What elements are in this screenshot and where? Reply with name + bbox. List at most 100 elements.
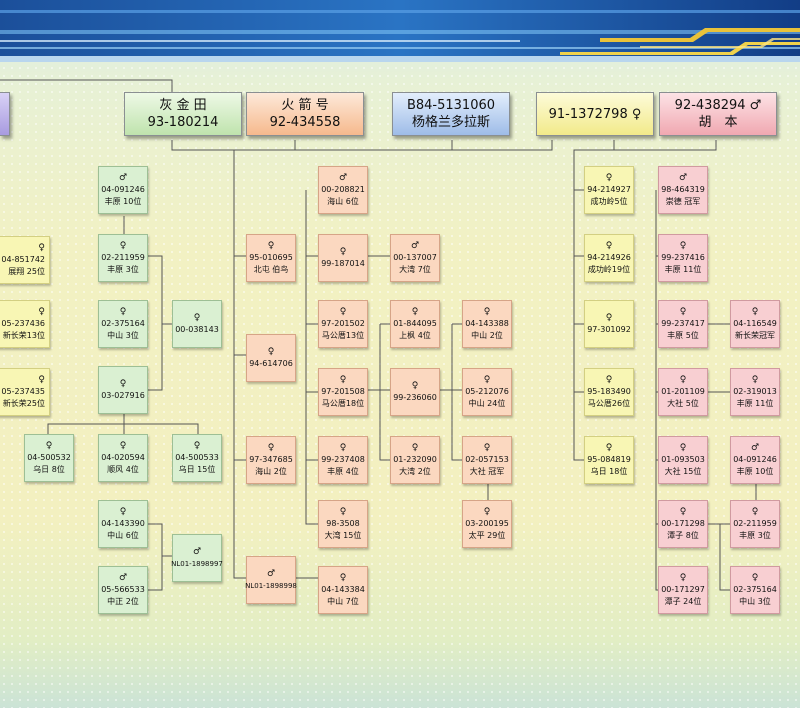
female-symbol-icon: ♀ <box>751 306 759 317</box>
female-symbol-icon: ♀ <box>605 312 613 323</box>
race-result: 马公厝26位 <box>587 398 631 408</box>
female-symbol-icon: ♀ <box>411 380 419 391</box>
male-symbol-icon: ♂ <box>678 172 688 183</box>
race-result: 乌日 15位 <box>178 464 216 474</box>
female-symbol-icon: ♀ <box>339 442 347 453</box>
race-result: 大社 15位 <box>664 466 702 476</box>
ring-number: 00-038143 <box>175 324 219 334</box>
female-symbol-icon: ♀ <box>119 506 127 517</box>
race-result: 大湾 15位 <box>324 530 362 540</box>
female-symbol-icon: ♀ <box>38 306 45 317</box>
race-result: 海山 6位 <box>327 196 359 206</box>
female-symbol-icon: ♀ <box>411 442 419 453</box>
ring-number: 99-237408 <box>321 454 365 464</box>
ring-number: 00-208821 <box>321 184 365 194</box>
header-line-1: 灰 金 田 <box>159 98 207 113</box>
ring-number: 04-116549 <box>733 318 777 328</box>
pigeon-box-r3: ♀99-237417 丰原 5位 <box>658 300 708 348</box>
pigeon-box-g1: ♂04-091246 丰原 10位 <box>98 166 148 214</box>
female-symbol-icon: ♀ <box>679 306 687 317</box>
female-symbol-icon: ♀ <box>339 572 347 583</box>
male-symbol-icon: ♂ <box>750 442 760 453</box>
header-banner <box>0 0 800 62</box>
ring-number: 02-211959 <box>101 252 145 262</box>
ring-number: 94-214927 <box>587 184 631 194</box>
ring-number: 03-200195 <box>465 518 509 528</box>
race-result: 乌日 18位 <box>590 466 628 476</box>
ring-number: 04-091246 <box>101 184 145 194</box>
race-result: 丰原 10位 <box>104 196 142 206</box>
female-symbol-icon: ♀ <box>605 442 613 453</box>
ring-number: 03-027916 <box>101 390 145 400</box>
race-result: 北屯 伯鸟 <box>253 264 289 274</box>
female-symbol-icon: ♀ <box>339 506 347 517</box>
female-symbol-icon: ♀ <box>751 506 759 517</box>
ring-number: 97-201508 <box>321 386 365 396</box>
ring-number: 01-201109 <box>661 386 705 396</box>
male-symbol-icon: ♂ <box>266 568 276 579</box>
race-result: 大湾 7位 <box>399 264 431 274</box>
female-symbol-icon: ♀ <box>193 440 201 451</box>
race-result: 潭子 8位 <box>667 530 699 540</box>
race-result: 新长荣25位 <box>2 398 45 408</box>
race-result: 成功岭5位 <box>590 196 628 206</box>
ring-number: 98-3508 <box>326 518 360 528</box>
ring-number: 04-851742 <box>1 254 45 264</box>
race-result: 丰原 11位 <box>736 398 774 408</box>
pigeon-box-y5: ♀95-084819 乌日 18位 <box>584 436 634 484</box>
female-symbol-icon: ♀ <box>483 442 491 453</box>
ring-number: 05-212076 <box>465 386 509 396</box>
ring-number: 01-232090 <box>393 454 437 464</box>
ring-number: 99-187014 <box>321 258 365 268</box>
ring-number: 99-237417 <box>661 318 705 328</box>
race-result: 大湾 2位 <box>399 466 431 476</box>
race-result: 丰原 5位 <box>667 330 699 340</box>
ring-number: 99-237416 <box>661 252 705 262</box>
female-symbol-icon: ♀ <box>339 374 347 385</box>
header-line-2: 92-434558 <box>269 115 341 130</box>
ring-number: 94-614706 <box>249 358 293 368</box>
ring-number: 05-566533 <box>101 584 145 594</box>
ring-number: 97-201502 <box>321 318 365 328</box>
female-symbol-icon: ♀ <box>679 240 687 251</box>
female-symbol-icon: ♀ <box>679 374 687 385</box>
male-symbol-icon: ♂ <box>338 172 348 183</box>
race-result: 中山 2位 <box>471 330 503 340</box>
header-box-h4: 91-1372798 ♀ <box>536 92 654 136</box>
race-result: 上枫 4位 <box>399 330 431 340</box>
ring-number: 01-093503 <box>661 454 705 464</box>
race-result: 中山 7位 <box>327 596 359 606</box>
race-result: 成功岭19位 <box>587 264 631 274</box>
male-symbol-icon: ♂ <box>118 172 128 183</box>
ring-number: 95-084819 <box>587 454 631 464</box>
race-result: 丰原 11位 <box>664 264 702 274</box>
pigeon-box-r2: ♀99-237416 丰原 11位 <box>658 234 708 282</box>
race-result: 丰原 3位 <box>739 530 771 540</box>
race-result: 展翔 25位 <box>8 266 45 276</box>
ring-number: 02-057153 <box>465 454 509 464</box>
header-line-1: B84-5131060 <box>406 98 496 113</box>
ring-number: 97-301092 <box>587 324 631 334</box>
ring-number: 04-500533 <box>175 452 219 462</box>
header-line-2: 93-180214 <box>147 115 219 130</box>
female-symbol-icon: ♀ <box>751 374 759 385</box>
female-symbol-icon: ♀ <box>38 374 45 385</box>
race-result: 中山 6位 <box>107 530 139 540</box>
